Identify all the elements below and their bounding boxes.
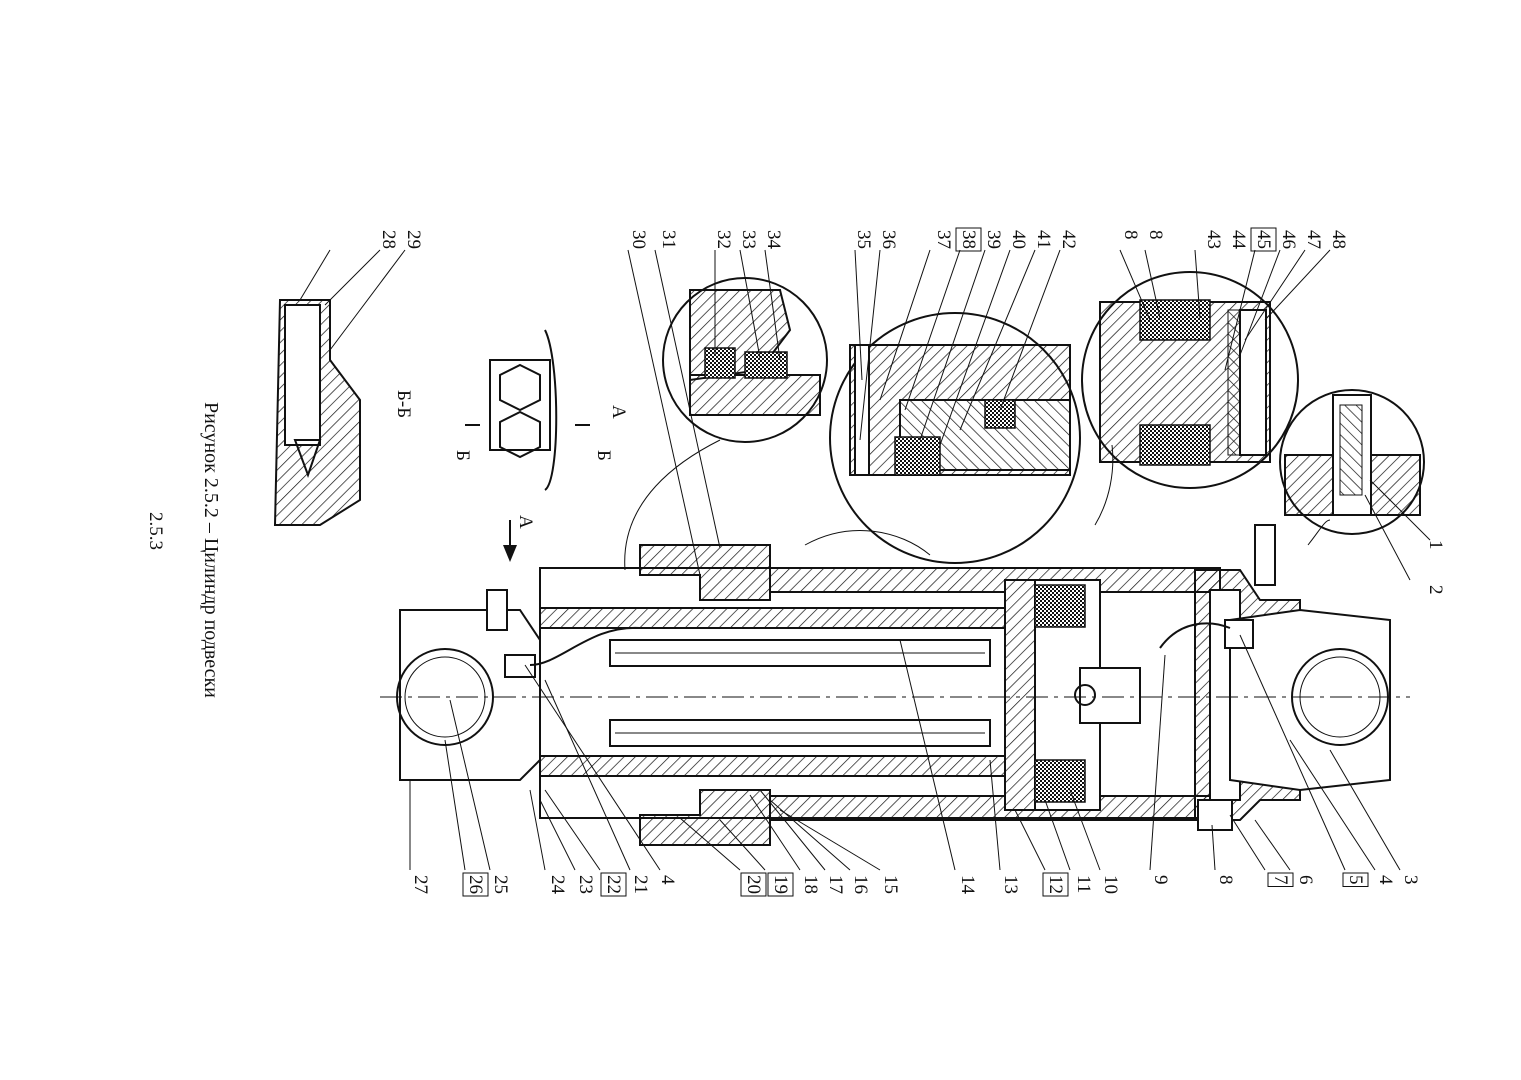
callout-bottom-17: 20 [743, 875, 764, 894]
callout-top-box-14 [955, 227, 982, 252]
callout-top-2: 48 [1328, 230, 1349, 249]
callout-top-6: 44 [1228, 230, 1249, 250]
callout-bottom-18: 4 [657, 875, 678, 885]
main-cylinder-section [380, 524, 1410, 846]
callout-top-20: 32 [713, 230, 734, 249]
callout-top-box-5 [1250, 227, 1277, 252]
callout-top-24: 28 [378, 230, 399, 249]
callout-bottom-2: 5 [1345, 875, 1366, 885]
callout-labels-bottom: 3456789101112131415161718192042122232425… [410, 872, 1421, 897]
callout-top-4: 46 [1278, 230, 1299, 249]
callout-top-13: 39 [983, 230, 1004, 249]
detail-circle-right [1081, 271, 1299, 489]
callout-bottom-15: 18 [800, 875, 821, 894]
callout-bottom-21: 23 [575, 875, 596, 894]
callout-top-15: 37 [933, 230, 954, 249]
callout-bottom-7: 10 [1100, 875, 1121, 894]
view-a-label: А [608, 405, 629, 419]
callout-bottom-12: 15 [880, 875, 901, 894]
callout-top-18: 34 [763, 230, 784, 250]
cut-mark-right: Б [593, 450, 614, 461]
callout-bottom-14: 17 [825, 875, 846, 894]
callout-bottom-16: 19 [770, 875, 791, 894]
detail-circle-fitting [1279, 389, 1425, 535]
callout-bottom-box-17 [740, 872, 767, 897]
callout-top-0: 1 [1425, 540, 1446, 550]
callout-top-23: 29 [403, 230, 424, 249]
callout-top-3: 47 [1303, 230, 1324, 249]
callout-bottom-20: 22 [603, 875, 624, 894]
page-number: 2.5.3 [145, 512, 166, 550]
callout-bottom-box-16 [767, 872, 794, 897]
callout-top-5: 45 [1253, 230, 1274, 249]
callout-top-16: 36 [878, 230, 899, 249]
callout-bottom-box-4 [1267, 872, 1294, 887]
callout-top-12: 40 [1008, 230, 1029, 249]
callout-top-9: 8 [1120, 230, 1141, 240]
callout-bottom-box-24 [462, 872, 489, 897]
callout-top-19: 33 [738, 230, 759, 249]
callout-bottom-23: 25 [490, 875, 511, 894]
section-b-b [273, 299, 361, 526]
callout-bottom-3: 6 [1295, 875, 1316, 885]
callout-bottom-5: 8 [1215, 875, 1236, 885]
callout-bottom-22: 24 [547, 875, 568, 895]
callout-top-1: 2 [1425, 585, 1446, 595]
section-label: Б-Б [393, 390, 414, 418]
callout-bottom-4: 7 [1270, 875, 1291, 885]
callout-top-17: 35 [853, 230, 874, 249]
detail-circle-middle [829, 312, 1081, 564]
callout-top-8: 8 [1145, 230, 1166, 240]
callout-bottom-24: 26 [465, 875, 486, 894]
callout-bottom-13: 16 [850, 875, 871, 894]
figure-caption: Рисунок 2.5.2 – Цилиндр подвески [200, 402, 222, 698]
callout-top-21: 31 [658, 230, 679, 249]
callout-top-11: 41 [1033, 230, 1054, 249]
callout-top-7: 43 [1203, 230, 1224, 249]
callout-bottom-box-2 [1342, 872, 1369, 887]
cut-mark-left: Б [452, 450, 473, 461]
callout-top-14: 38 [958, 230, 979, 249]
arrow-a-label: А [515, 515, 536, 529]
callout-bottom-19: 21 [630, 875, 651, 894]
callout-bottom-box-9 [1042, 872, 1069, 897]
callout-bottom-25: 27 [410, 875, 431, 894]
view-a [465, 329, 590, 491]
callout-top-10: 42 [1058, 230, 1079, 249]
callout-bottom-10: 13 [1000, 875, 1021, 894]
callout-bottom-11: 14 [957, 875, 978, 895]
detail-circle-left [662, 277, 828, 443]
callout-bottom-6: 9 [1150, 875, 1171, 885]
leaders-bottom [409, 634, 1401, 871]
callout-bottom-0: 3 [1400, 875, 1421, 885]
callout-bottom-1: 4 [1375, 875, 1396, 885]
callout-top-22: 30 [628, 230, 649, 249]
callout-bottom-box-20 [600, 872, 627, 897]
callout-bottom-8: 11 [1073, 875, 1094, 893]
callout-bottom-9: 12 [1045, 875, 1066, 894]
leaders-top [299, 249, 1431, 581]
